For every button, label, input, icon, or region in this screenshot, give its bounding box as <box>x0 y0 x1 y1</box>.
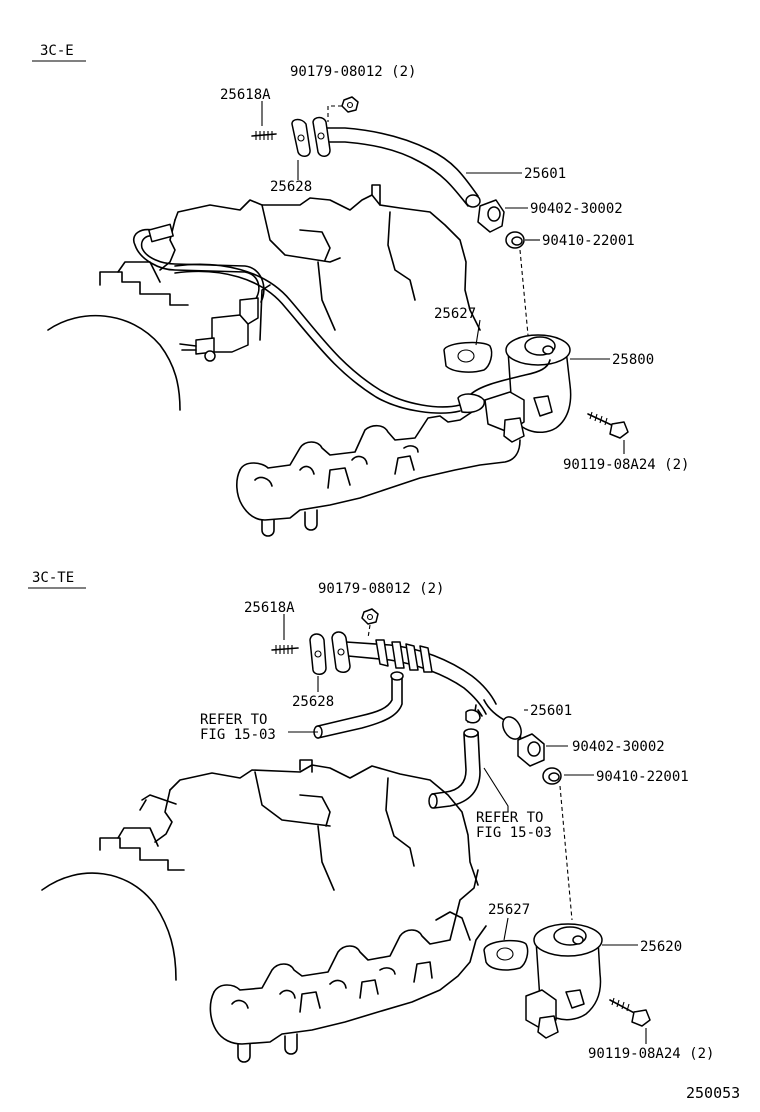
bolt-90119-08a24 <box>587 411 629 439</box>
pipe-flange <box>312 116 331 157</box>
union-90402-30002 <box>517 733 545 767</box>
engine-block-drawing <box>47 184 481 411</box>
callout-refer-left-1: REFER TO <box>200 712 267 728</box>
stud-25618a <box>271 645 299 654</box>
callout-clamp-bolt: 90179-08012 (2) <box>290 64 416 80</box>
egr-valve-25800 <box>457 334 572 443</box>
callout-pipe: 25601 <box>524 166 566 182</box>
callout-stud: 25618A <box>244 600 295 616</box>
callout-gasket-valve: 25627 <box>434 306 476 322</box>
callout-valve: 25800 <box>612 352 654 368</box>
figure-number: 250053 <box>686 1084 740 1102</box>
leader-lines <box>283 614 647 1044</box>
egr-valve-25620 <box>525 923 603 1039</box>
callouts-3c-te: 90179-08012 (2) 25618A 25628 REFER TO FI… <box>200 581 714 1062</box>
nut-90179-08012 <box>361 608 379 639</box>
section-3c-te: 3C-TE <box>28 570 714 1063</box>
leader-lines <box>261 101 625 454</box>
callout-refer-left-2: FIG 15-03 <box>200 727 276 743</box>
callout-washer: 90410-22001 <box>596 769 689 785</box>
gasket-25627 <box>483 939 529 971</box>
callout-washer: 90410-22001 <box>542 233 635 249</box>
callout-refer-right-2: FIG 15-03 <box>476 825 552 841</box>
hose-left <box>313 671 404 739</box>
callout-stud: 25618A <box>220 87 271 103</box>
callout-pipe: 25601 <box>530 703 572 719</box>
hose-right <box>428 728 481 809</box>
egr-pipe-25601 <box>345 639 522 741</box>
pipe-flange <box>331 631 351 673</box>
gasket-25628 <box>309 633 327 675</box>
bolt-90119-08a24 <box>609 997 651 1027</box>
callout-gasket-valve: 25627 <box>488 902 530 918</box>
engine-block-drawing <box>41 759 479 981</box>
vsv-component <box>179 297 259 362</box>
gasket-25627 <box>443 341 493 373</box>
exhaust-manifold <box>236 409 521 537</box>
union-90402-30002 <box>477 199 505 233</box>
washer-90410-22001 <box>505 231 529 336</box>
nut-90179-08012 <box>327 96 359 122</box>
section-3c-e: 3C-E <box>32 43 689 537</box>
callout-bolt: 90119-08A24 (2) <box>588 1046 714 1062</box>
callout-union: 90402-30002 <box>572 739 665 755</box>
washer-90410-22001 <box>542 767 573 921</box>
callout-valve: 25620 <box>640 939 682 955</box>
callout-gasket-top: 25628 <box>292 694 334 710</box>
egr-pipe-25601 <box>317 127 481 208</box>
exhaust-manifold <box>209 869 487 1063</box>
gasket-25628 <box>291 118 311 157</box>
vacuum-hose <box>133 223 461 414</box>
callout-union: 90402-30002 <box>530 201 623 217</box>
section-heading-3c-te: 3C-TE <box>32 570 74 586</box>
stud-25618a <box>251 131 277 140</box>
section-heading-3c-e: 3C-E <box>40 43 74 59</box>
callout-gasket-top: 25628 <box>270 179 312 195</box>
callout-refer-right-1: REFER TO <box>476 810 543 826</box>
callouts-3c-e: 90179-08012 (2) 25618A 25628 25601 90402… <box>220 64 689 473</box>
callout-clamp-bolt: 90179-08012 (2) <box>318 581 444 597</box>
callout-bolt: 90119-08A24 (2) <box>563 457 689 473</box>
